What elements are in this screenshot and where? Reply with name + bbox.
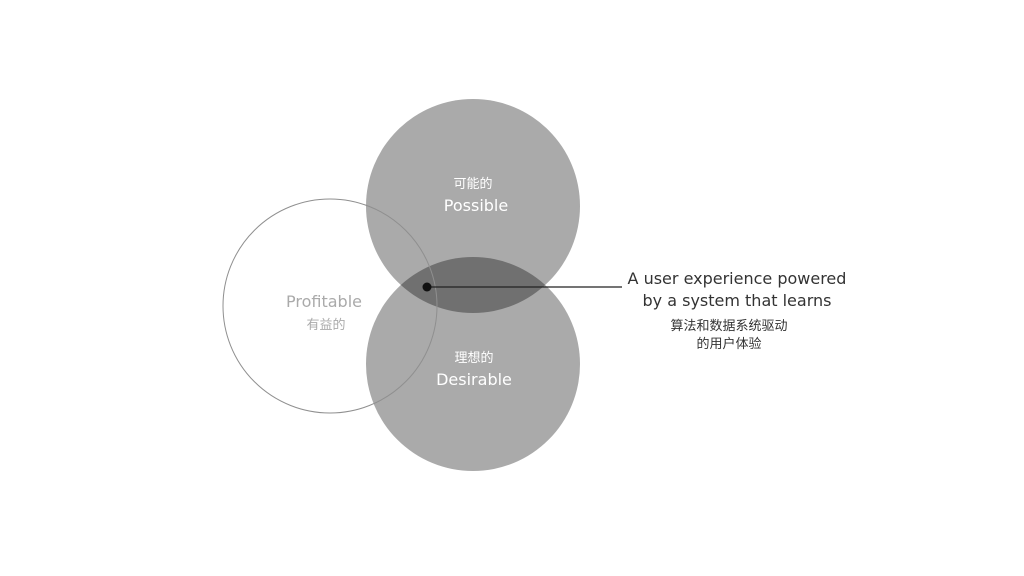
profitable-circle <box>222 198 438 414</box>
desirable-label-zh: 理想的 <box>454 350 493 366</box>
possible-label-en: Possible <box>444 196 508 215</box>
profitable-label-zh: 有益的 <box>306 317 345 333</box>
desirable-label-en: Desirable <box>436 370 512 389</box>
callout-zh-line-1: 算法和数据系统驱动 <box>670 319 787 334</box>
desirable-circle <box>366 257 580 471</box>
possible-circle <box>366 99 580 313</box>
callout-en-line-2: by a system that learns <box>643 291 832 310</box>
possible-label-zh: 可能的 <box>453 176 492 192</box>
callout-en-line-1: A user experience powered <box>628 269 847 288</box>
callout-anchor-dot <box>422 282 432 292</box>
profitable-label-en: Profitable <box>286 292 362 311</box>
callout-zh-line-2: 的用户体验 <box>696 336 761 352</box>
